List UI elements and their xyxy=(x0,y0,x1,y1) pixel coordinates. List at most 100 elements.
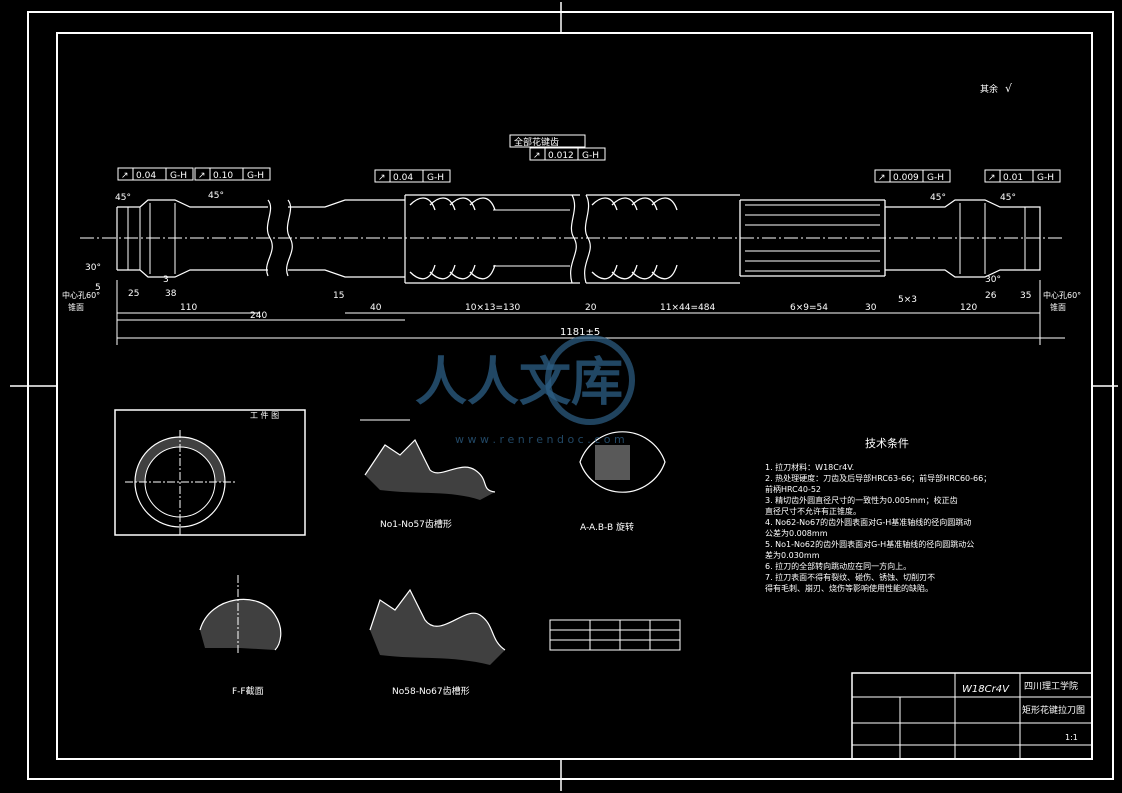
tb-drawing-name: 矩形花键拉刀图 xyxy=(1022,704,1085,716)
section-ab-view: A-A.B-B 旋转 xyxy=(579,431,666,533)
tech-line: 公差为0.008mm xyxy=(765,528,828,538)
dim-text: 20 xyxy=(585,303,597,313)
dim-text: 5×3 xyxy=(898,295,917,305)
tech-line: 6. 拉刀的全部转向跳动应在同一方向上。 xyxy=(765,561,911,571)
outer-frame xyxy=(27,11,1114,780)
tolerance-frame: ↗ 0.04 G-H xyxy=(117,167,194,181)
tolerance-value: 0.10 xyxy=(213,171,233,181)
runout-icon: ↗ xyxy=(878,173,886,183)
runout-icon: ↗ xyxy=(121,171,129,181)
tb-scale: 1:1 xyxy=(1065,733,1078,742)
inner-frame xyxy=(56,32,1093,760)
section-ff-view: F-F截面 xyxy=(199,575,282,697)
workpiece-label: 工 件 图 xyxy=(250,410,279,420)
tolerance-frame: ↗ 0.012 G-H xyxy=(529,147,606,161)
tolerance-datum: G-H xyxy=(427,173,444,183)
dim-text: 25 xyxy=(128,289,139,299)
teeth-group-3 xyxy=(745,204,880,272)
tech-line: 5. No1-No62的齿外圆表面对G-H基准轴线的径向圆跳动公 xyxy=(765,539,974,549)
teeth-group-2 xyxy=(586,194,886,284)
tech-line: 7. 拉刀表面不得有裂纹、碰伤、锈蚀、切削刃不 xyxy=(765,572,935,582)
angle-label: 45° xyxy=(930,193,946,203)
tech-line: 前柄HRC40-52 xyxy=(765,484,821,494)
runout-icon: ↗ xyxy=(198,171,206,181)
angle-label: 45° xyxy=(1000,193,1016,203)
dim-text: 35 xyxy=(1020,291,1031,301)
break-line-1 xyxy=(266,199,273,277)
broach-main-view xyxy=(80,194,1065,284)
dim-text: 11×44=484 xyxy=(660,303,715,313)
tolerance-datum: G-H xyxy=(247,171,264,181)
tooth1-title: No1-No57齿槽形 xyxy=(380,518,452,530)
tech-line: 1. 拉刀材料：W18Cr4V. xyxy=(765,462,854,472)
tech-line: 直径尺寸不允许有正锥度。 xyxy=(765,506,861,516)
tolerance-value: 0.009 xyxy=(893,173,919,183)
runout-icon: ↗ xyxy=(988,173,996,183)
corner-brackets xyxy=(27,11,1114,780)
dim-text: 120 xyxy=(960,303,977,313)
center-note-left: 锥面 xyxy=(68,302,84,312)
angle-label: 45° xyxy=(208,191,224,201)
tb-material: W18Cr4V xyxy=(962,684,1010,695)
angle-labels: 45° 45° 30° 45° 45° 30° xyxy=(85,191,1016,285)
tech-line: 3. 精切齿外圆直径尺寸的一致性为0.005mm；校正齿 xyxy=(765,495,958,505)
tooth2-title: No58-No67齿槽形 xyxy=(392,685,470,697)
section-ff-title: F-F截面 xyxy=(232,685,264,697)
tolerance-value: 0.01 xyxy=(1003,173,1023,183)
tech-line: 2. 热处理硬度：刀齿及后导部HRC63-66；前导部HRC60-66； xyxy=(765,473,991,483)
watermark-url: w w w . r e n r e n d o c . c o m xyxy=(455,433,625,446)
break-line-4 xyxy=(584,194,591,284)
tech-line: 4. No62-No67的齿外圆表面对G-H基准轴线的径向圆跳动 xyxy=(765,517,971,527)
tech-line: 差为0.030mm xyxy=(765,550,820,560)
parameter-table xyxy=(549,619,681,651)
tolerance-frame: ↗ 0.10 G-H xyxy=(194,167,271,181)
watermark-text: 人人文库 xyxy=(415,353,623,413)
roughness-group: 全部花键齿 xyxy=(509,134,586,148)
tolerance-datum: G-H xyxy=(1037,173,1054,183)
tech-line: 得有毛刺、崩刃、烧伤等影响使用性能的缺陷。 xyxy=(765,583,933,593)
angle-label: 30° xyxy=(85,263,101,273)
tooth-profile-2: No58-No67齿槽形 xyxy=(369,588,506,697)
watermark: 人人文库 w w w . r e n r e n d o c . c o m xyxy=(415,335,635,446)
corner-note: 其余 xyxy=(980,83,998,95)
dim-text: 15 xyxy=(333,291,344,301)
tolerance-frame: ↗ 0.009 G-H xyxy=(874,169,951,183)
center-hole-right: 中心孔60° xyxy=(1043,290,1081,300)
tech-conditions: 技术条件 1. 拉刀材料：W18Cr4V.2. 热处理硬度：刀齿及后导部HRC6… xyxy=(765,436,991,593)
dim-text: 40 xyxy=(370,303,382,313)
section-ab-title: A-A.B-B 旋转 xyxy=(580,521,634,533)
angle-label: 30° xyxy=(985,275,1001,285)
center-hole-left: 中心孔60° xyxy=(62,290,100,300)
tolerance-datum: G-H xyxy=(582,151,599,161)
tolerance-datum: G-H xyxy=(170,171,187,181)
dim-text: 1181±5 xyxy=(560,327,600,338)
center-note-right: 锥面 xyxy=(1050,302,1066,312)
tolerance-datum: G-H xyxy=(927,173,944,183)
dim-text: 10×13=130 xyxy=(465,303,520,313)
title-block: W18Cr4V 四川理工学院 矩形花键拉刀图 1:1 xyxy=(851,672,1093,760)
teeth-group-1 xyxy=(405,194,580,284)
tolerance-frame: ↗ 0.01 G-H xyxy=(984,169,1061,183)
roughness-mark: √ xyxy=(1005,82,1013,95)
runout-icon: ↗ xyxy=(378,173,386,183)
angle-label: 45° xyxy=(115,193,131,203)
center-marks xyxy=(10,2,1118,791)
dim-text: 110 xyxy=(180,303,197,313)
dim-text: 26 xyxy=(985,291,997,301)
dim-text: 3 xyxy=(163,275,169,285)
dim-text: 5 xyxy=(95,283,101,293)
break-line-3 xyxy=(570,194,577,284)
runout-icon: ↗ xyxy=(533,151,541,161)
tech-lines: 1. 拉刀材料：W18Cr4V.2. 热处理硬度：刀齿及后导部HRC63-66；… xyxy=(765,462,991,593)
tolerance-value: 0.012 xyxy=(548,151,574,161)
dimension-texts: 110 240 40 15 10×13=130 11×44=484 6×9=54… xyxy=(95,275,1031,338)
tolerance-frame: ↗ 0.04 G-H xyxy=(374,169,451,183)
tooth-profile-1: No1-No57齿槽形 xyxy=(360,419,496,530)
dim-text: 6×9=54 xyxy=(790,303,828,313)
tech-title: 技术条件 xyxy=(865,436,909,450)
tolerance-value: 0.04 xyxy=(136,171,156,181)
tolerance-value: 0.04 xyxy=(393,173,413,183)
tb-school: 四川理工学院 xyxy=(1024,680,1078,692)
